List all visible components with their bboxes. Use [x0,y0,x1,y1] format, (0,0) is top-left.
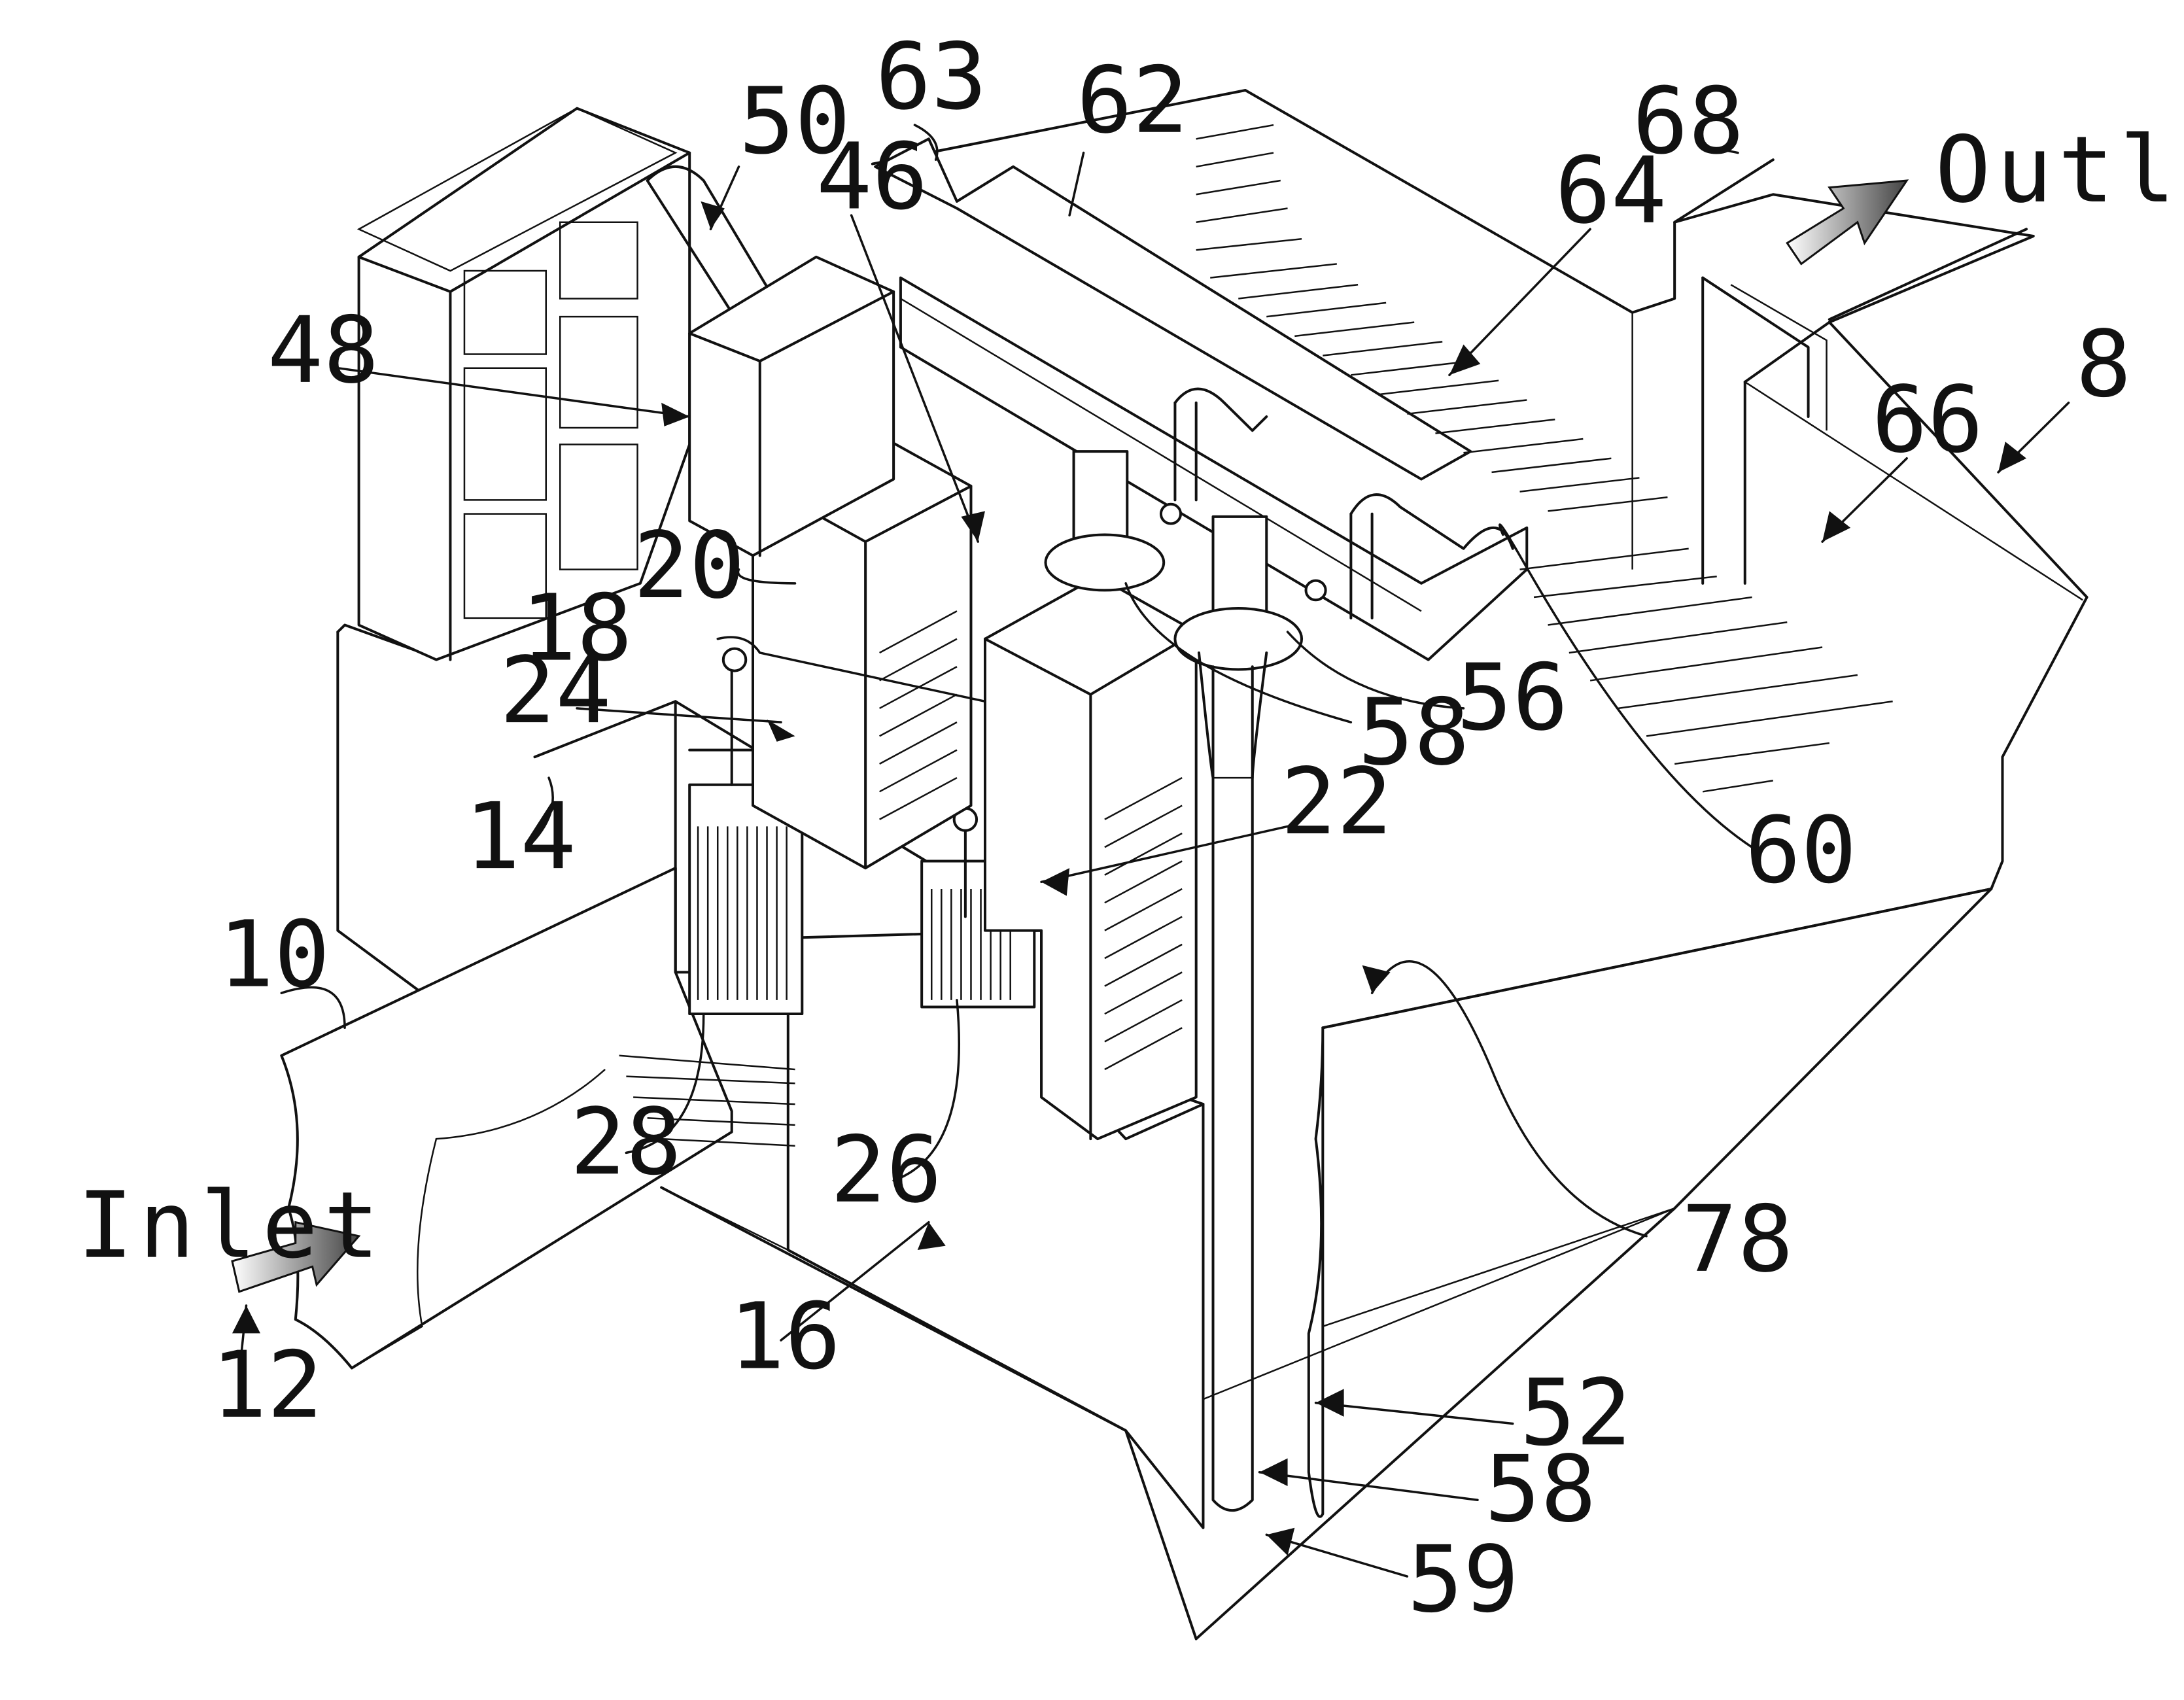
numeral-28: 28 [570,1089,682,1196]
numeral-12: 12 [211,1332,323,1439]
numeral-59: 59 [1407,1527,1519,1633]
trough-62 [875,139,1527,659]
inlet-label: Inlet [77,1173,385,1279]
numeral-66: 66 [1871,367,1983,474]
numeral-14: 14 [464,784,576,890]
numeral-56: 56 [1457,645,1569,752]
numeral-63: 63 [875,24,987,130]
numeral-48: 48 [268,298,379,404]
numeral-68: 68 [1633,68,1744,175]
numeral-24: 24 [500,638,612,744]
outlet-label: Outlet [1935,117,2184,224]
numeral-58-upper: 58 [1358,680,1470,786]
numeral-10: 10 [218,901,330,1008]
numeral-60: 60 [1745,797,1857,904]
numeral-50: 50 [738,68,850,175]
numeral-26: 26 [830,1117,942,1224]
numeral-78: 78 [1682,1187,1794,1293]
numeral-20: 20 [633,513,745,619]
numeral-16: 16 [729,1283,841,1390]
cutaway-wall [1309,889,1991,1517]
numeral-8: 8 [2075,311,2131,418]
numeral-62: 62 [1077,48,1188,154]
